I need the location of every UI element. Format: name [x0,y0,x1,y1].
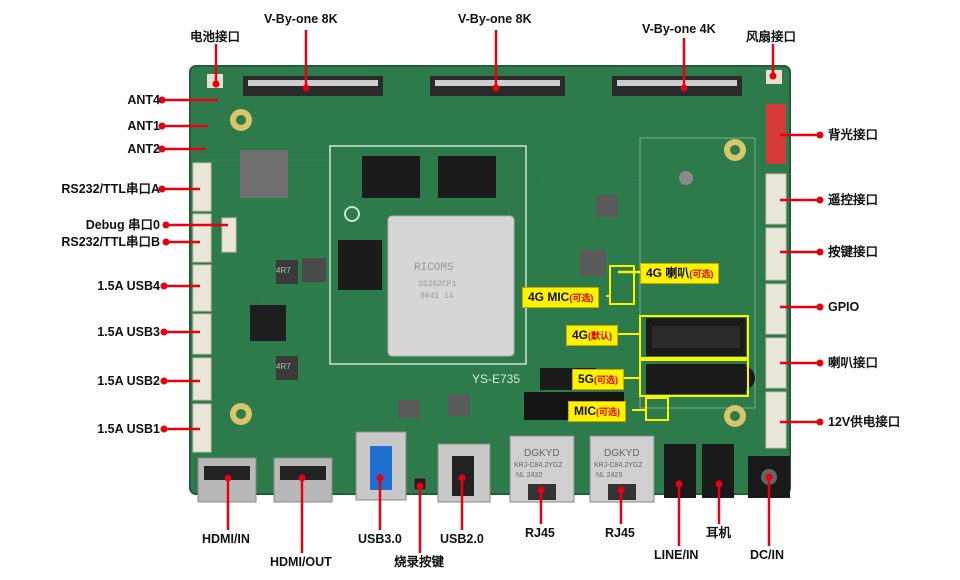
m2-slot-5g [646,364,746,394]
label-remote: 遥控接口 [828,193,879,207]
label-rs232-a: RS232/TTL串口A [61,182,160,196]
rs232-a-connector [192,162,212,212]
callout-mic-text: MIC [574,404,596,418]
rj45-a-model: KRJ-C84.2YGZ [514,462,563,469]
callout-4g-default-text: 4G [572,328,589,342]
inductor-marking-a: 4R7 [276,266,291,275]
rj45-b-code: NL 2423 [596,472,623,479]
callout-5g: 5G(可选) [572,369,625,390]
optional-tag: (可选) [689,269,714,279]
label-speaker: 喇叭接口 [828,356,879,370]
rs232-b-connector [192,213,212,263]
optional-tag: (可选) [569,293,594,303]
label-backlight: 背光接口 [828,128,879,142]
label-keys: 按键接口 [828,245,879,259]
label-gpio: GPIO [828,300,860,314]
optional-tag: (可选) [594,375,619,385]
label-vbyone-right: V-By-one 4K [642,22,716,36]
callout-mic: MIC(可选) [568,401,626,422]
label-usb20: USB2.0 [440,532,484,546]
power12v-connector [765,391,787,449]
inductor-marking-b: 4R7 [276,362,291,371]
soc-chip [387,215,515,357]
keys-connector [765,227,787,281]
label-usb2: 1.5A USB2 [97,374,160,388]
rj45-b-model: KRJ-C84.2YGZ [594,462,643,469]
label-earphone: 耳机 [706,526,732,540]
callout-4g-mic: 4G MIC(可选) [522,287,600,308]
label-hdmi-out: HDMI/OUT [270,555,332,569]
rj45-a-code: NL 2432 [516,472,543,479]
label-fan: 风扇接口 [746,30,797,44]
callout-4g-default: 4G(默认) [566,325,619,346]
callout-5g-text: 5G [578,372,595,386]
label-dc-in: DC/IN [750,548,785,562]
vbyone-connector-left [243,76,383,96]
label-vbyone-mid: V-By-one 8K [458,12,532,26]
label-ant1: ANT1 [127,119,160,133]
label-usb30: USB3.0 [358,532,402,546]
label-hdmi-in: HDMI/IN [202,532,250,546]
label-ant2: ANT2 [127,142,160,156]
debug-connector [221,217,237,253]
rj45-b-brand: DGKYD [604,448,640,459]
label-ant4: ANT4 [127,93,160,107]
label-power12v: 12V供电接口 [828,415,901,429]
usb3-header [192,313,212,355]
label-rj45-a: RJ45 [525,526,555,540]
usb20-port [437,443,491,503]
optional-tag: (可选) [596,407,620,417]
default-tag: (默认) [588,331,613,341]
soc-marking-1: RICOMS [414,262,454,274]
label-usb4: 1.5A USB4 [97,279,160,293]
label-rj45-b: RJ45 [605,526,635,540]
label-burn-key: 烧录按键 [394,555,445,569]
label-usb1: 1.5A USB1 [97,422,160,436]
label-debug: Debug 串口0 [85,218,160,232]
label-line-in: LINE/IN [654,548,699,562]
backlight-connector [766,104,786,164]
label-usb3: 1.5A USB3 [97,325,160,339]
callout-4g-speaker-text: 4G 喇叭 [646,266,690,280]
label-battery: 电池接口 [190,30,241,44]
usb2-header [192,357,212,401]
soc-marking-3: 8041 14 [420,292,454,301]
usb4-header [192,264,212,312]
label-vbyone-left: V-By-one 8K [264,12,338,26]
soc-marking-2: 3S202CP1 [418,280,457,289]
board-model: YS-E735 [472,372,521,386]
callout-4g-speaker: 4G 喇叭(可选) [640,263,720,284]
label-rs232-b: RS232/TTL串口B [61,235,160,249]
vbyone-connector-right [612,76,742,96]
callout-4g-mic-text: 4G MIC [528,290,570,304]
gpio-connector [765,283,787,335]
rj45-a-brand: DGKYD [524,448,560,459]
